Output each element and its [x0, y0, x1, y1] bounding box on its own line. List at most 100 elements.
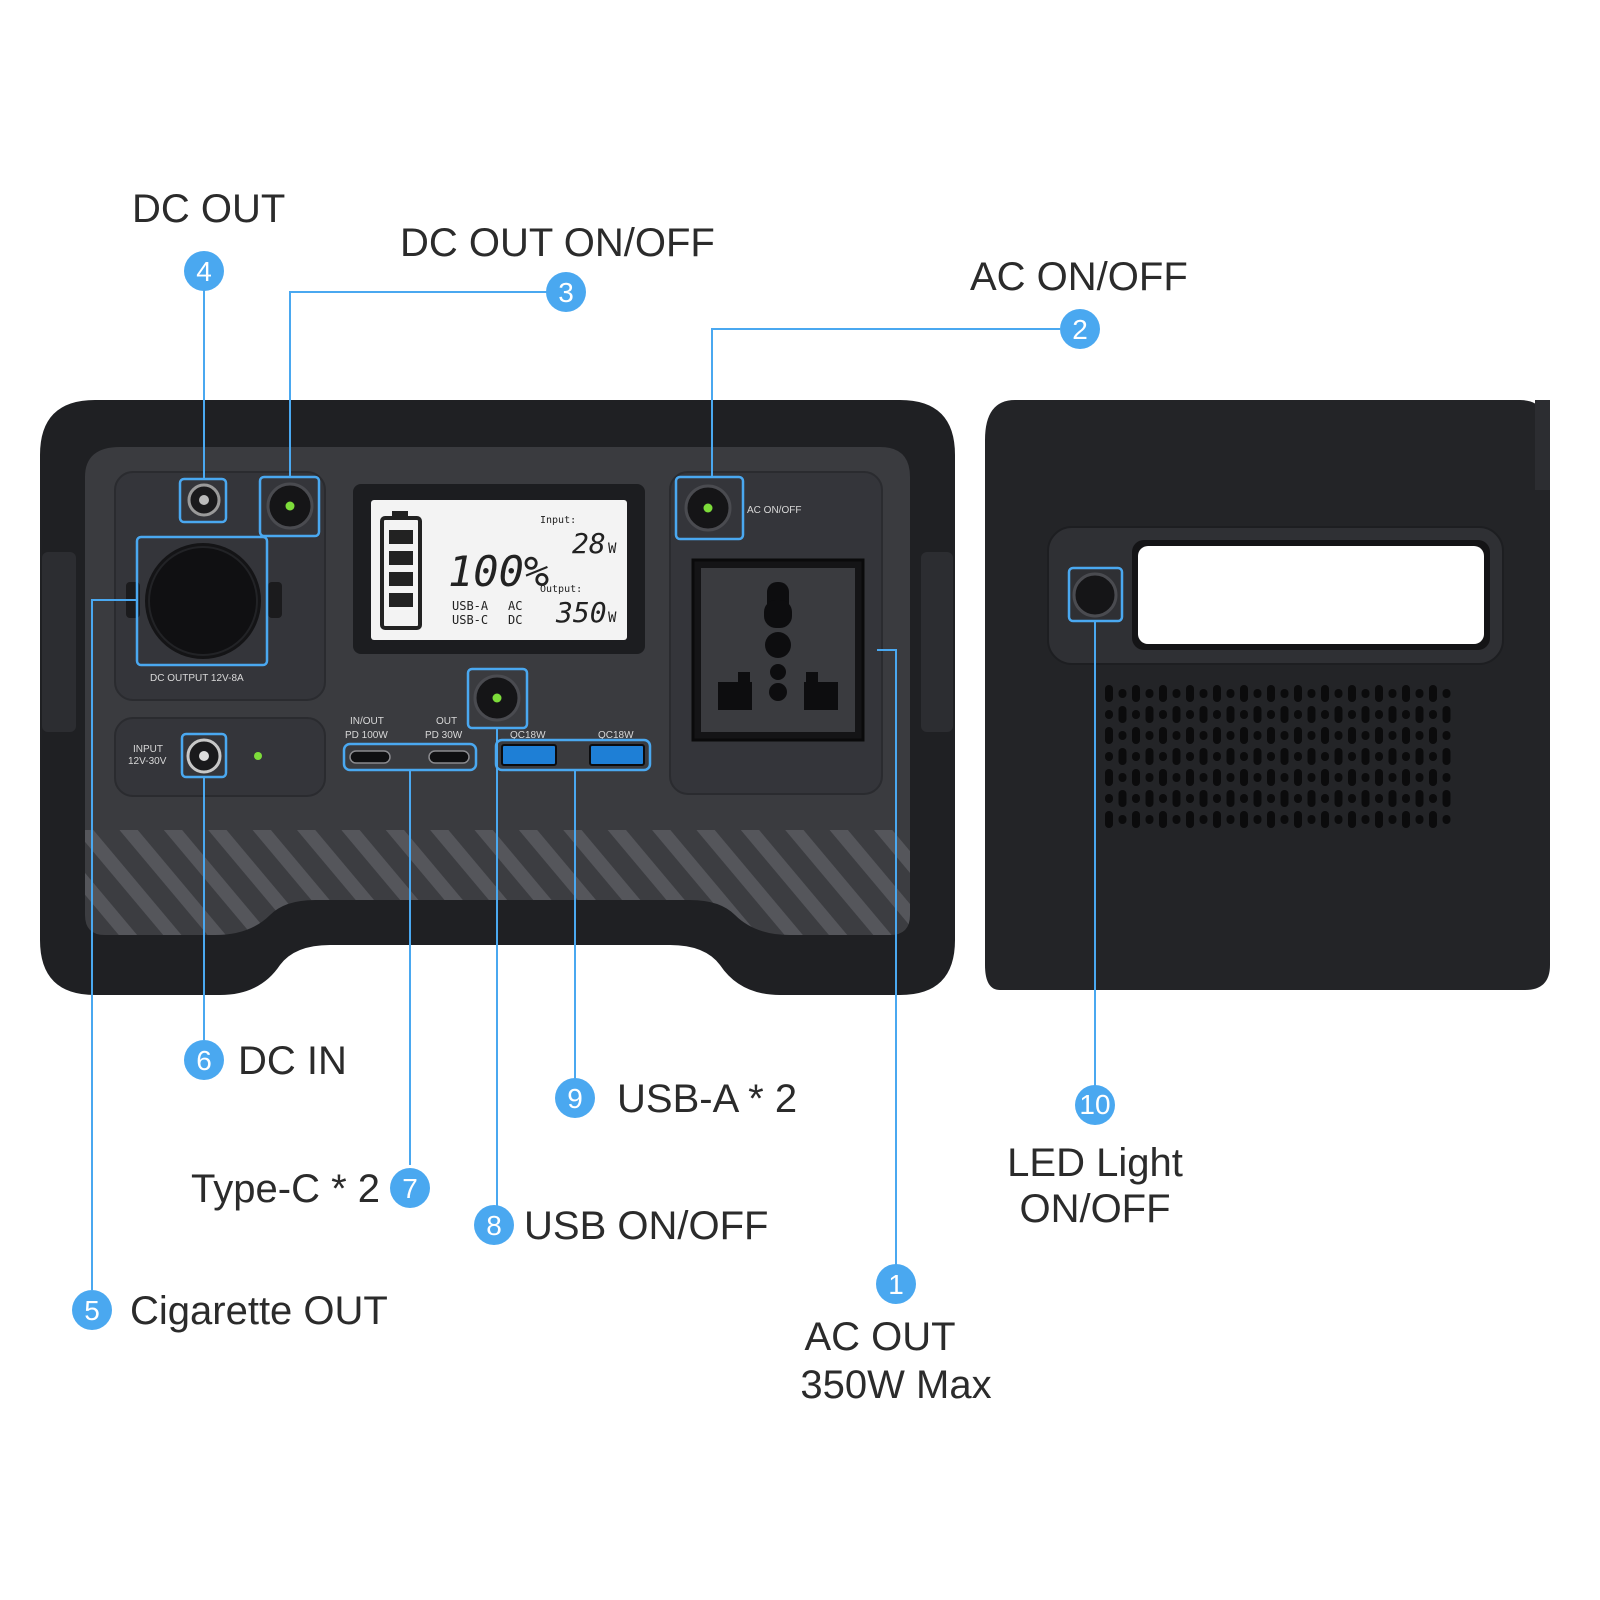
vent-slot	[1402, 811, 1410, 828]
vent-slot	[1402, 769, 1410, 786]
vent-slot	[1186, 727, 1194, 744]
vent-slot	[1159, 710, 1167, 719]
vent-slot	[1253, 689, 1262, 698]
vent-slot	[1172, 731, 1181, 740]
vent-slot	[1361, 689, 1370, 698]
vent-slot	[1348, 685, 1356, 702]
vent-slot	[1429, 710, 1437, 719]
vent-slot	[1253, 815, 1262, 824]
callout-4: 4 DC OUT	[132, 187, 285, 291]
vent-slot	[1321, 811, 1329, 828]
vent-slot	[1240, 811, 1248, 828]
label-ac-out-max: 350W Max	[800, 1363, 991, 1407]
callout-8: 8 USB ON/OFF	[474, 1204, 768, 1248]
vent-slot	[1321, 727, 1329, 744]
vent-slot	[1429, 769, 1437, 786]
vent-slot	[1118, 689, 1127, 698]
vent-slot	[1199, 731, 1208, 740]
vent-slot	[1199, 815, 1208, 824]
vent-slot	[1294, 752, 1302, 761]
vent-slot	[1388, 773, 1397, 782]
vent-slot	[1226, 815, 1235, 824]
vent-slot	[1348, 794, 1356, 803]
front-unit: DC OUTPUT 12V-8A INPUT 12V-30V 100% Inpu…	[40, 400, 955, 995]
vent-slot	[1442, 706, 1451, 723]
badge-9	[555, 1078, 595, 1118]
vent-slot	[1361, 731, 1370, 740]
badge-8-number: 8	[486, 1210, 502, 1241]
vent-slot	[1118, 748, 1127, 765]
vent-slot	[1159, 769, 1167, 786]
usba-port-2[interactable]	[589, 744, 645, 766]
badge-3-number: 3	[558, 277, 574, 308]
led-switch[interactable]	[1072, 572, 1118, 618]
vent-slot	[1267, 752, 1275, 761]
badge-7	[390, 1168, 430, 1208]
vent-slot	[1415, 706, 1424, 723]
vent-slot	[1361, 773, 1370, 782]
vent-slot	[1348, 769, 1356, 786]
typec-port-2[interactable]	[428, 750, 470, 764]
vent-slot	[1294, 794, 1302, 803]
usba-port-1[interactable]	[501, 744, 557, 766]
vent-slot	[1334, 731, 1343, 740]
vent-slot	[1361, 815, 1370, 824]
vent-slot	[1307, 689, 1316, 698]
vent-slot	[1321, 685, 1329, 702]
vent-slot	[1145, 815, 1154, 824]
vent-slot	[1253, 706, 1262, 723]
vent-slot	[1253, 731, 1262, 740]
usba-2-label: QC18W	[598, 730, 634, 741]
badge-4-number: 4	[196, 256, 212, 287]
vent-slot	[1226, 689, 1235, 698]
ac-switch-label: AC ON/OFF	[747, 505, 801, 516]
typec-port-1[interactable]	[349, 750, 391, 764]
vent-slot	[1321, 794, 1329, 803]
vent-slot	[1375, 685, 1383, 702]
vent-slot	[1388, 790, 1397, 807]
vent-slot	[1348, 752, 1356, 761]
badge-8	[474, 1205, 514, 1245]
vent-slot	[1375, 752, 1383, 761]
vent-slot	[1388, 689, 1397, 698]
vent-slot	[1253, 773, 1262, 782]
callout-3: 3 DC OUT ON/OFF	[400, 221, 715, 312]
vent-slot	[1226, 748, 1235, 765]
vent-slot	[1253, 748, 1262, 765]
vent-slot	[1186, 752, 1194, 761]
vent-slot	[1280, 773, 1289, 782]
vent-slot	[1105, 727, 1113, 744]
badge-9-number: 9	[567, 1083, 583, 1114]
typec-1-top-label: IN/OUT	[350, 716, 384, 727]
vent-slot	[1402, 794, 1410, 803]
vent-slot	[1159, 727, 1167, 744]
vent-slot	[1145, 790, 1154, 807]
vent-slot	[1199, 748, 1208, 765]
vent-slot	[1226, 773, 1235, 782]
vent-slot	[1415, 790, 1424, 807]
vent-slot	[1307, 773, 1316, 782]
vent-slot	[1402, 727, 1410, 744]
vent-slot	[1334, 815, 1343, 824]
vent-slot	[1145, 706, 1154, 723]
vent-slot	[1361, 706, 1370, 723]
vent-slot	[1105, 811, 1113, 828]
vent-slot	[1132, 811, 1140, 828]
vent-slot	[1294, 727, 1302, 744]
vent-slot	[1172, 689, 1181, 698]
vent-slot	[1280, 748, 1289, 765]
vent-slot	[1145, 689, 1154, 698]
vent-slot	[1280, 815, 1289, 824]
label-ac-switch: AC ON/OFF	[970, 255, 1188, 299]
badge-3	[546, 272, 586, 312]
dc-output-label: DC OUTPUT 12V-8A	[150, 673, 244, 684]
vent-slot	[1213, 752, 1221, 761]
lcd-output-unit: W	[608, 610, 617, 626]
vent-slot	[1348, 811, 1356, 828]
vent-slot	[1415, 748, 1424, 765]
dc-in-led	[254, 752, 262, 760]
vent-slot	[1186, 811, 1194, 828]
badge-5	[72, 1290, 112, 1330]
vent-slot	[1118, 731, 1127, 740]
